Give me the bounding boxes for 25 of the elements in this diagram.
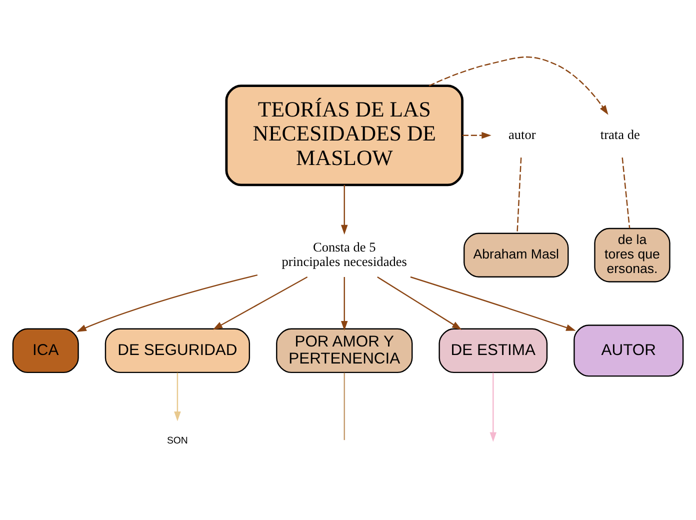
node-box: AUTOR	[574, 324, 684, 377]
arrow	[340, 277, 348, 331]
node-box: POR AMOR Y PERTENENCIA	[276, 328, 413, 374]
connector	[622, 158, 630, 228]
node-box: DE SEGURIDAD	[104, 328, 250, 374]
arrow	[490, 372, 497, 442]
node-box: ICA	[12, 328, 79, 374]
arrow	[462, 132, 492, 139]
node-box: Abraham Masl	[464, 232, 569, 278]
arrow	[340, 184, 348, 235]
connector	[516, 158, 522, 234]
node-box: de la tores que ersonas.	[594, 228, 670, 282]
node-box: TEORÍAS DE LAS NECESIDADES DE MASLOW	[225, 84, 464, 186]
arrow	[174, 372, 181, 422]
arrow	[428, 56, 608, 115]
arrow	[212, 276, 308, 330]
connector	[344, 372, 345, 440]
arrow	[76, 274, 258, 332]
node-box: DE ESTIMA	[438, 328, 548, 374]
node-text: autor	[508, 126, 536, 142]
node-text: trata de	[600, 126, 640, 142]
arrow	[377, 276, 462, 330]
node-text: Consta de 5 principales necesidades	[282, 239, 407, 269]
arrow	[410, 276, 576, 331]
node-text: SON	[166, 436, 188, 447]
